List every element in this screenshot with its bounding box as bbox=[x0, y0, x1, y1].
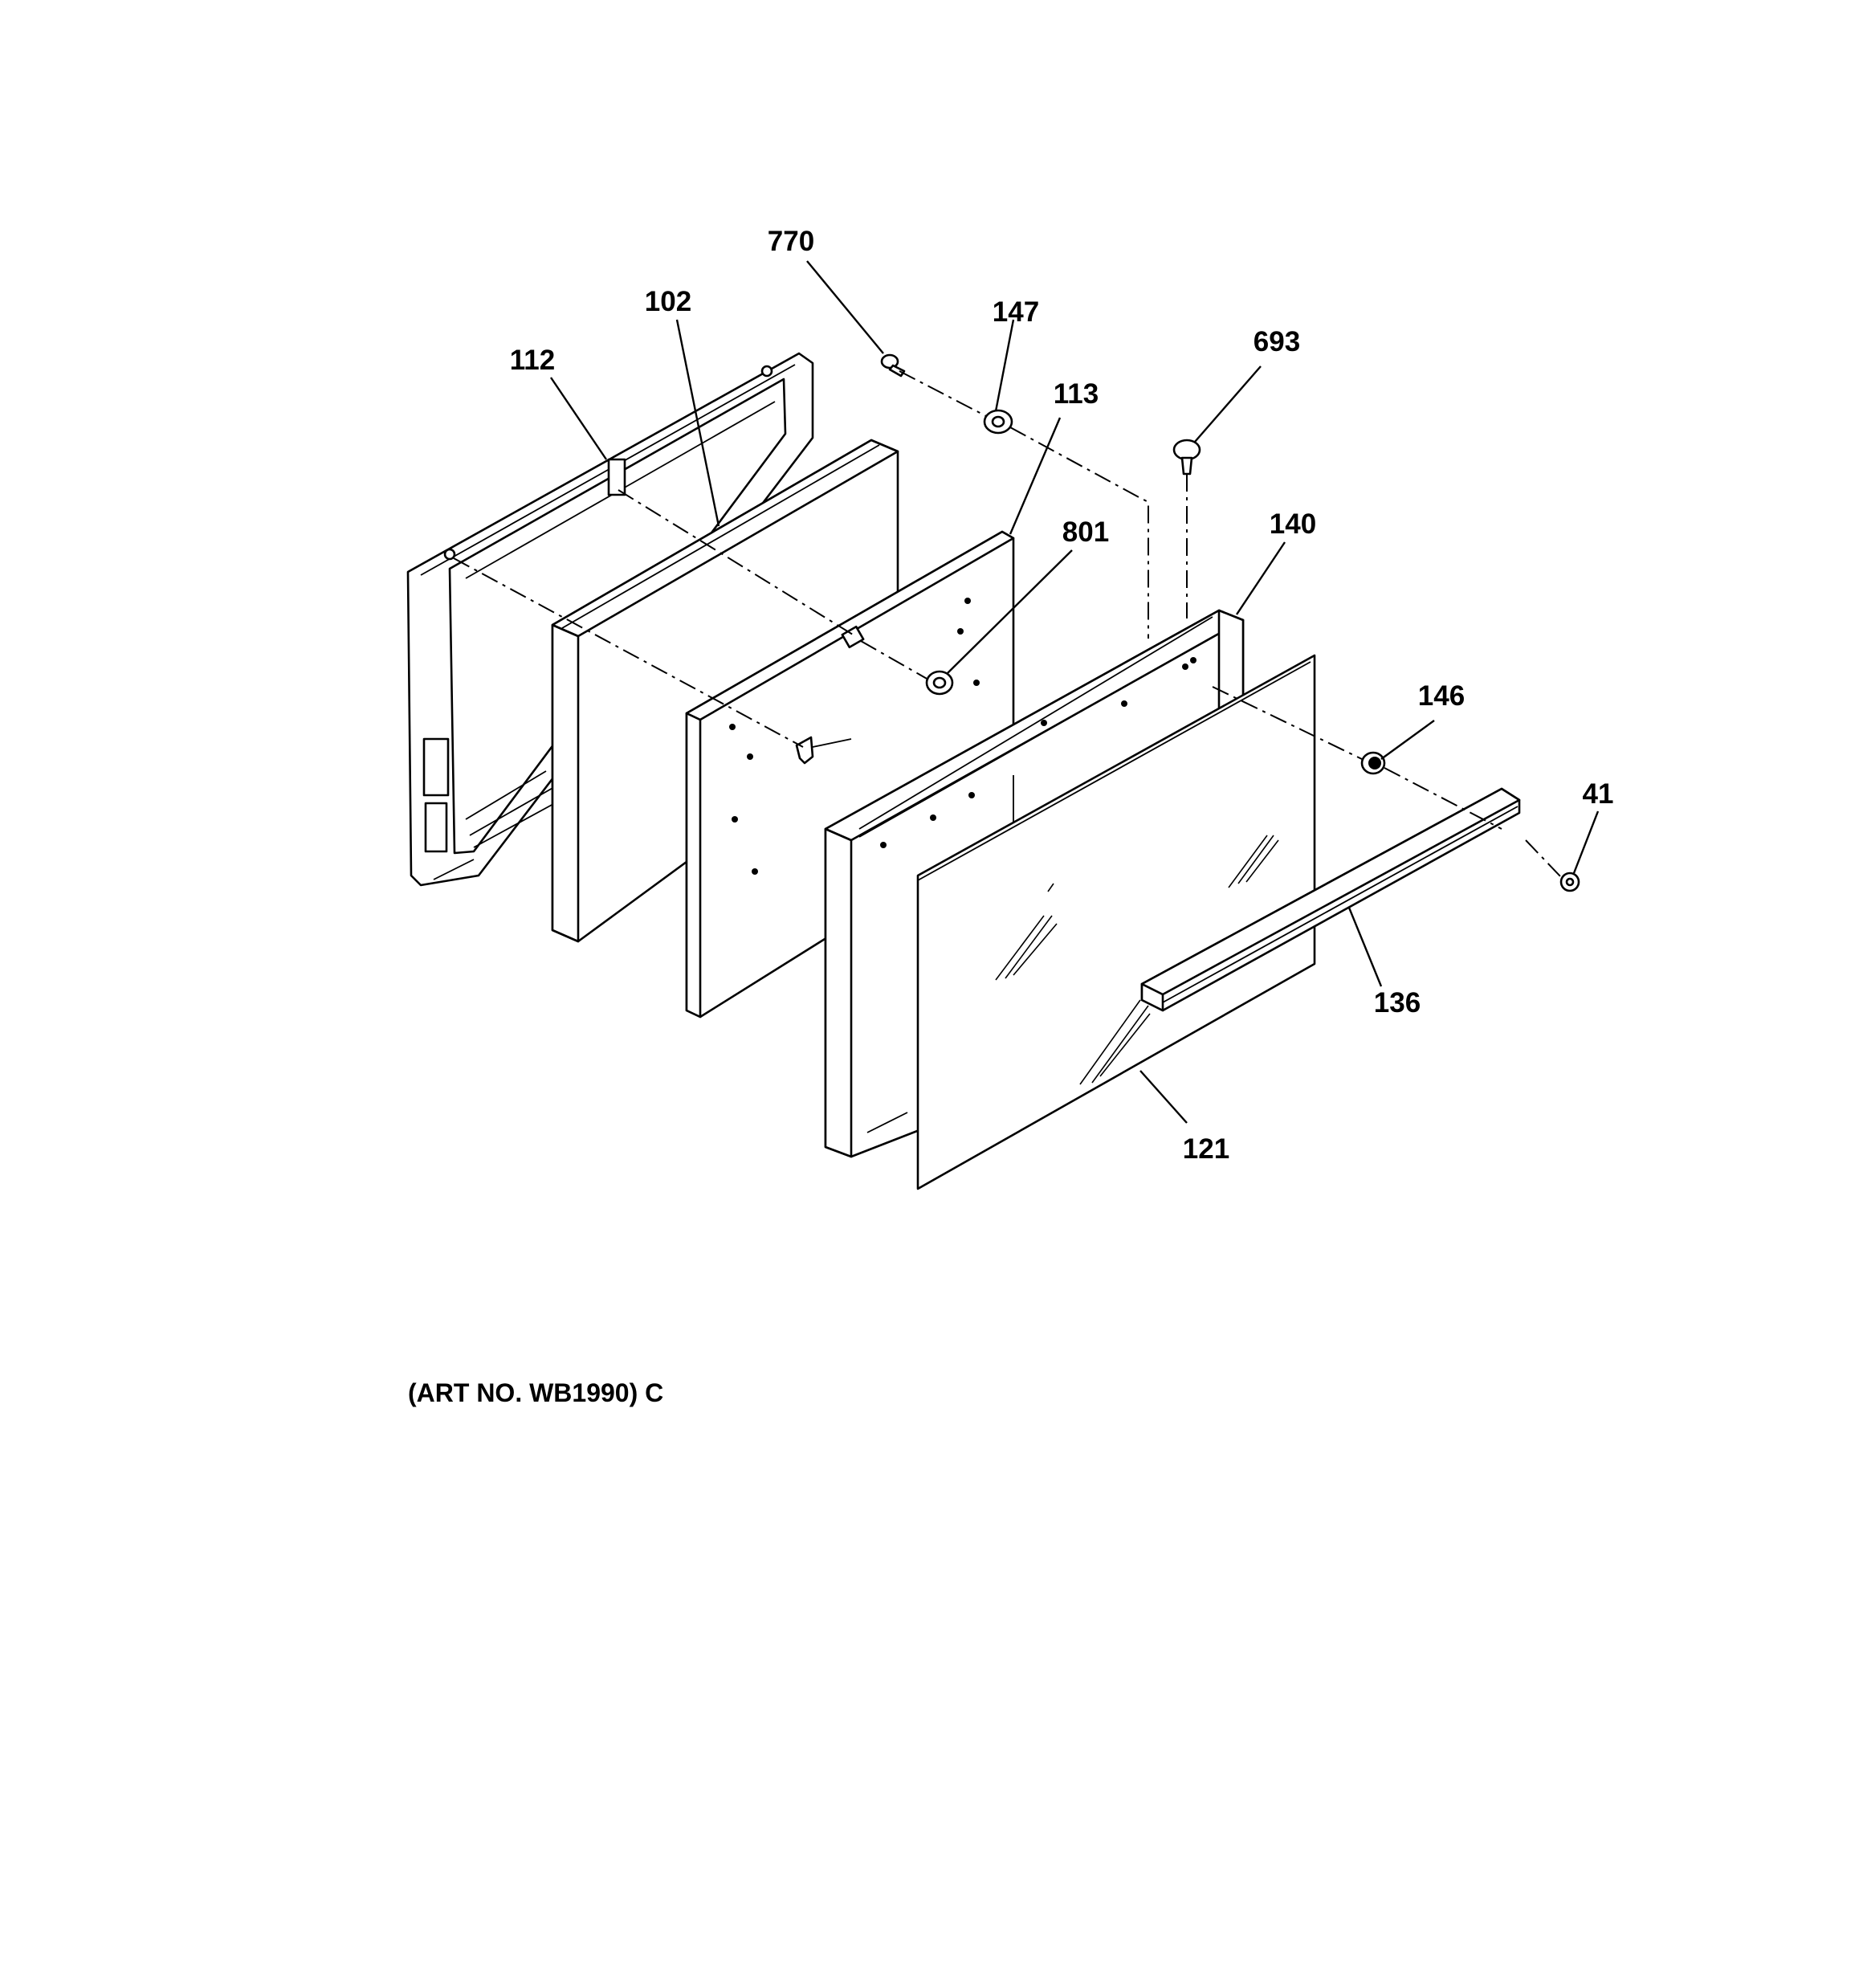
callout-770: 770 bbox=[768, 226, 814, 257]
part-121-glass-panel bbox=[916, 654, 1316, 1190]
callout-41: 41 bbox=[1583, 778, 1614, 810]
callout-102: 102 bbox=[645, 286, 691, 317]
callout-801: 801 bbox=[1062, 516, 1109, 548]
part-146-bumper bbox=[1360, 751, 1386, 775]
callout-labels: 770 102 147 112 693 113 801 140 146 41 1… bbox=[510, 226, 1614, 1165]
callout-147: 147 bbox=[993, 296, 1039, 328]
part-113-clip bbox=[795, 736, 852, 765]
assembly-lines bbox=[453, 370, 1562, 878]
callout-693: 693 bbox=[1254, 326, 1300, 357]
callout-140: 140 bbox=[1270, 508, 1316, 540]
callout-112: 112 bbox=[510, 345, 555, 376]
callout-121: 121 bbox=[1183, 1133, 1229, 1165]
leader-lines bbox=[550, 260, 1600, 1124]
part-41-nut bbox=[1559, 872, 1580, 892]
callout-146: 146 bbox=[1418, 680, 1465, 712]
part-136-handle bbox=[1140, 787, 1521, 1012]
callout-113: 113 bbox=[1054, 378, 1099, 410]
part-770-screw bbox=[880, 353, 906, 378]
part-147-washer bbox=[983, 409, 1013, 435]
part-113-inner-panel bbox=[685, 530, 1015, 1018]
part-801-screw bbox=[925, 670, 954, 696]
part-693-screw bbox=[1172, 439, 1201, 476]
art-number-caption: (ART NO. WB1990) C bbox=[408, 1378, 663, 1407]
callout-136: 136 bbox=[1374, 987, 1421, 1018]
